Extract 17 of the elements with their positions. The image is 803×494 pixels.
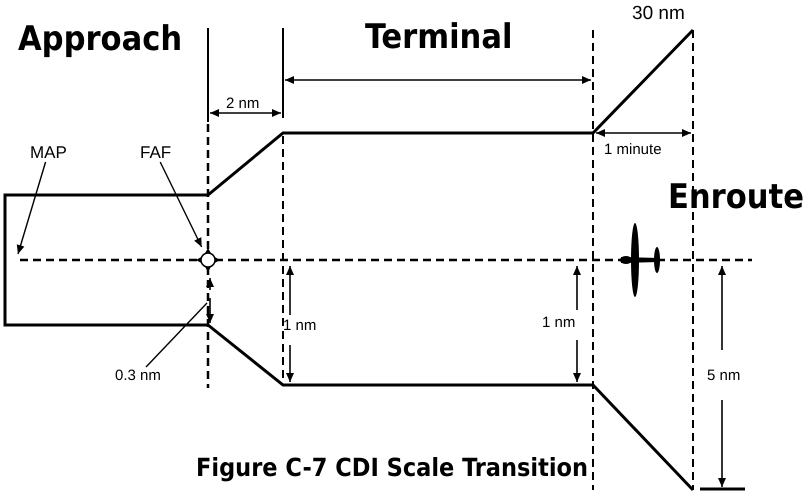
waypoint-label: FAF: [140, 144, 172, 161]
leader-arrow: [160, 162, 202, 248]
dimension-label: 1 minute: [604, 142, 662, 157]
figure-caption: Figure C-7 CDI Scale Transition: [196, 455, 588, 480]
leader-arrow: [16, 162, 46, 254]
dimension-label: 1 nm: [542, 315, 576, 330]
leader-line: [146, 302, 208, 368]
dimension-label: 5 nm: [707, 368, 740, 383]
waypoint-symbol: [196, 248, 220, 272]
section-heading: Approach: [18, 22, 182, 56]
dimension-label: 0.3 nm: [115, 368, 161, 383]
dimension-label: 30 nm: [632, 4, 685, 23]
section-heading: Terminal: [365, 20, 512, 54]
dimension-label: 1 nm: [283, 318, 316, 333]
dimension-label: 2 nm: [226, 96, 260, 111]
waypoint-label: MAP: [30, 144, 67, 161]
section-heading: Enroute: [668, 180, 803, 214]
